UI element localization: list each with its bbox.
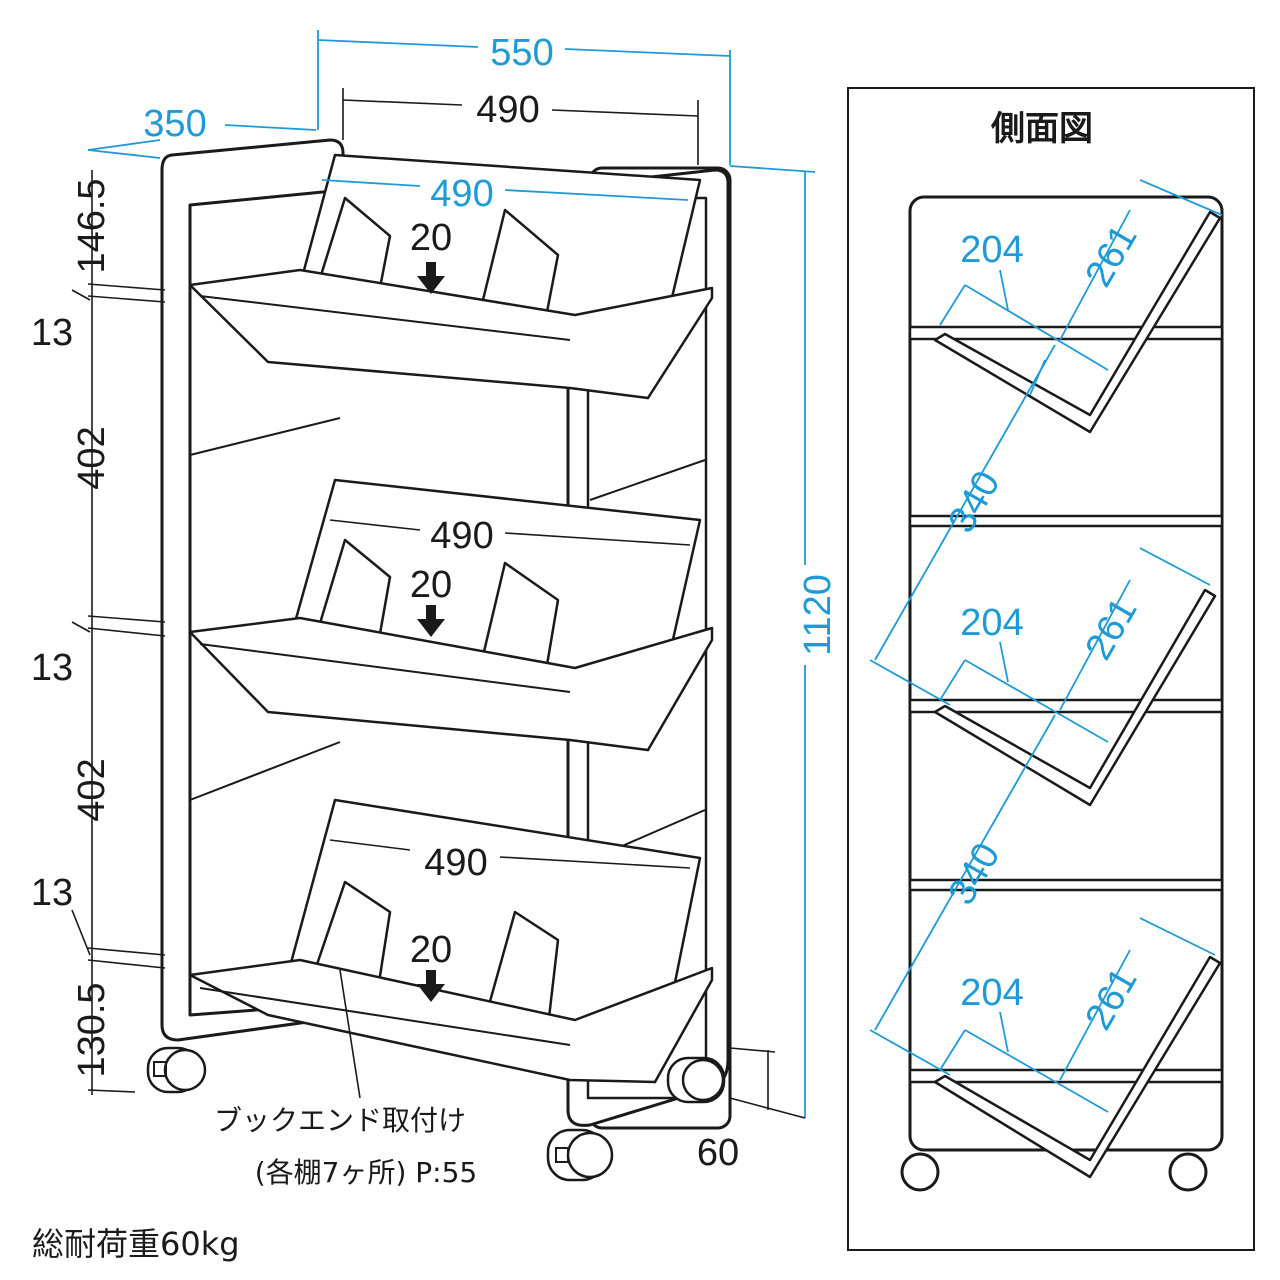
rack-left-frame bbox=[160, 138, 345, 1042]
shelf-3 bbox=[188, 798, 714, 1084]
dim-350-line-b bbox=[87, 149, 161, 159]
dim-shelf-thickness-1: 13 bbox=[31, 312, 73, 354]
left-crossbar-1 bbox=[189, 417, 341, 456]
shelf-2-tray bbox=[188, 616, 714, 752]
side-shelf-3 bbox=[933, 955, 1222, 1179]
dim-depth: 350 bbox=[143, 103, 206, 145]
dim-shelf3-width-r bbox=[499, 856, 691, 869]
dim-shelf2-width-l bbox=[329, 519, 421, 531]
side-view-title: 側面図 bbox=[990, 109, 1093, 149]
shelf-3-arrow-icon bbox=[417, 970, 445, 1002]
shelf-2-bookend-size: 20 bbox=[410, 564, 452, 606]
side-spacing-ext-2 bbox=[869, 1029, 951, 1076]
total-load-note: 総耐荷重60kg bbox=[32, 1225, 240, 1263]
dim-60-bottom bbox=[729, 1097, 806, 1119]
shelf-1-tray bbox=[188, 268, 714, 400]
side-wheel-right bbox=[1168, 1152, 1208, 1192]
dim-shelf3-width-l bbox=[329, 839, 411, 851]
dim-total-width: 550 bbox=[490, 32, 553, 74]
right-crossbar-1 bbox=[589, 459, 706, 501]
dim-bottom-clearance: 130.5 bbox=[71, 982, 113, 1077]
side-crossbar-2 bbox=[908, 514, 1224, 528]
shelf-3-bookend-size: 20 bbox=[410, 929, 452, 971]
side-spacing-line-2 bbox=[874, 714, 1056, 1031]
dim-shelf-gap-2: 402 bbox=[71, 758, 113, 821]
dim-shelf-gap-1: 402 bbox=[71, 426, 113, 489]
dim-left-ext-6 bbox=[87, 959, 166, 969]
shelf-1-lip bbox=[199, 295, 571, 341]
dim-inner-width-top: 490 bbox=[476, 89, 539, 131]
dim-top-clearance: 146.5 bbox=[71, 178, 113, 273]
dim-left-ext-2 bbox=[87, 295, 166, 303]
side-shelf-1 bbox=[933, 210, 1222, 434]
left-crossbar-2 bbox=[189, 741, 341, 801]
dim-13-leader-3 bbox=[71, 909, 91, 956]
shelf-1-arrow-icon bbox=[417, 262, 445, 294]
side-crossbar-3 bbox=[908, 698, 1224, 714]
dim-550-line-l bbox=[317, 39, 479, 48]
shelf-1-inner-width: 490 bbox=[430, 173, 493, 215]
dim-height-total: 1120 bbox=[797, 574, 839, 656]
shelf-2 bbox=[188, 478, 714, 752]
dim-left-ext-7 bbox=[87, 1089, 136, 1093]
bookend-note-line-2: (各棚7ヶ所) P:55 bbox=[255, 1156, 478, 1189]
dim-left-ext-5 bbox=[87, 947, 166, 956]
dim-490-line-r bbox=[551, 109, 699, 117]
front-view: 550 490 350 490 20 490 20 490 20 bbox=[31, 30, 839, 1263]
shelf-2-width: 490 bbox=[430, 515, 493, 557]
dim-1120-top-ext bbox=[729, 165, 816, 173]
shelf-3-lip bbox=[199, 987, 571, 1046]
shelf-1 bbox=[188, 153, 714, 400]
dim-caster-height: 60 bbox=[697, 1132, 739, 1174]
dim-490-line-l bbox=[342, 99, 463, 106]
dim-350-line-r bbox=[224, 124, 317, 131]
side-shelf-2-depth: 204 bbox=[960, 602, 1023, 644]
shelf-3-width: 490 bbox=[424, 842, 487, 884]
side-shelf-3-depth: 204 bbox=[960, 972, 1023, 1014]
dim-550-line-r bbox=[564, 48, 731, 57]
side-shelf-1-depth: 204 bbox=[960, 229, 1023, 271]
caster-front-right bbox=[546, 1128, 614, 1182]
dim-left-ext-1 bbox=[87, 283, 166, 291]
side-view: 側面図 204 261 bbox=[847, 87, 1255, 1251]
caster-back-right bbox=[666, 1056, 726, 1104]
side-wheel-left bbox=[900, 1152, 940, 1192]
side-crossbar-4 bbox=[908, 878, 1224, 892]
side-shelf-2 bbox=[933, 588, 1217, 807]
shelf-3-tray bbox=[188, 958, 714, 1084]
dim-shelf-thickness-2: 13 bbox=[31, 647, 73, 689]
shelf-1-bookend-size: 20 bbox=[410, 217, 452, 259]
dim-left-ext-4 bbox=[87, 627, 166, 637]
dim-shelf1-width-l bbox=[321, 179, 421, 187]
shelf-2-lip bbox=[199, 643, 571, 693]
dim-shelf2-width-r bbox=[504, 532, 691, 546]
dim-shelf1-width-r bbox=[504, 189, 689, 201]
shelf-2-arrow-icon bbox=[417, 605, 445, 637]
dim-shelf-thickness-3: 13 bbox=[31, 872, 73, 914]
side-spacing-ext-1 bbox=[869, 659, 951, 706]
caster-front-left bbox=[146, 1046, 207, 1094]
side-crossbar-5 bbox=[908, 1068, 1224, 1084]
bookend-note-line-1: ブックエンド取付け bbox=[214, 1104, 466, 1137]
dim-350-line-l bbox=[87, 139, 161, 151]
dim-13-leader-1 bbox=[71, 289, 91, 301]
side-spacing-line-1 bbox=[874, 344, 1056, 661]
dim-left-ext-3 bbox=[87, 615, 166, 623]
side-view-panel bbox=[847, 87, 1255, 1251]
dim-13-leader-2 bbox=[71, 621, 91, 633]
bookend-note-leader bbox=[339, 969, 361, 1099]
